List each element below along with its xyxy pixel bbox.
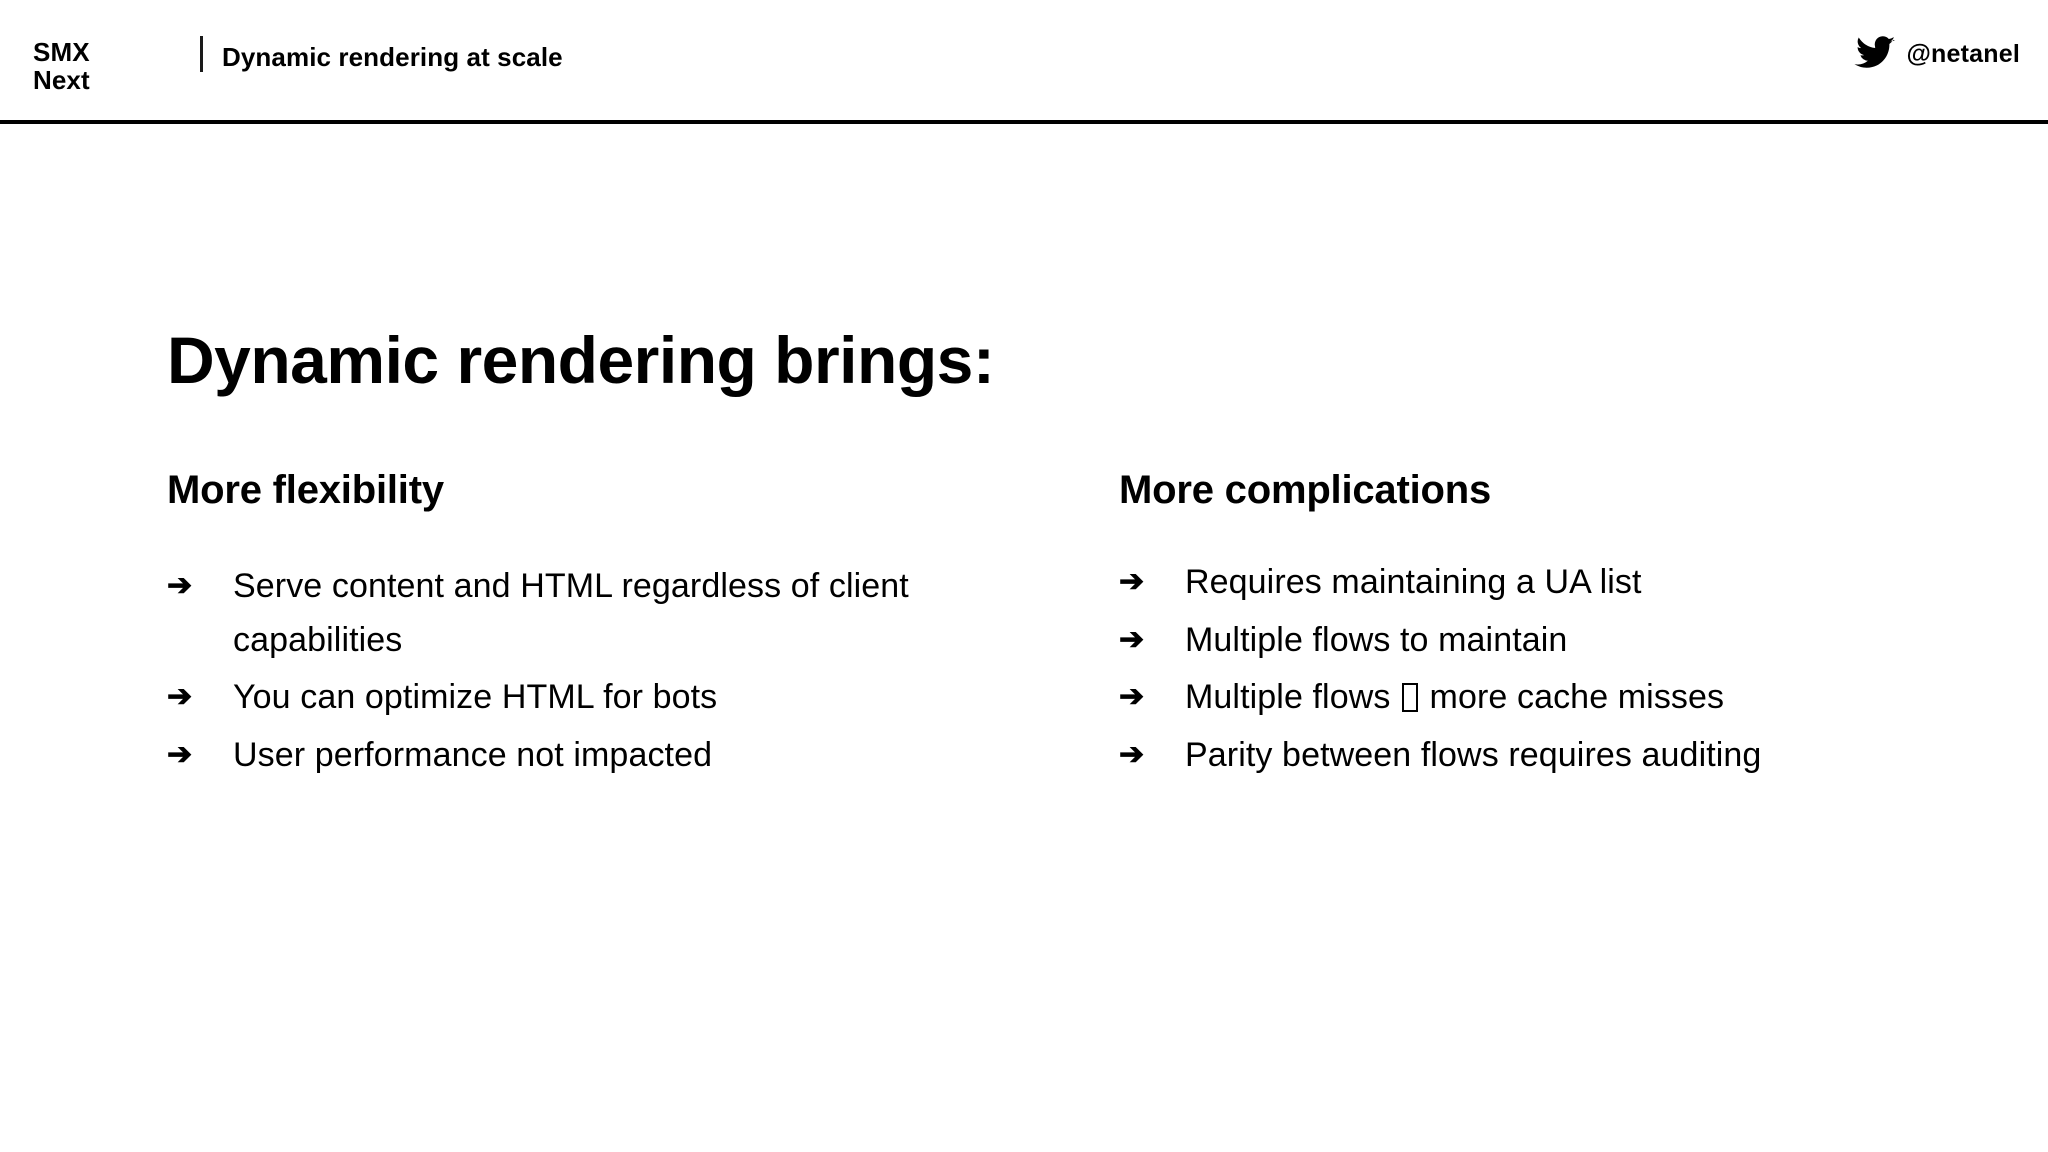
social-handle-text: @netanel xyxy=(1906,39,2020,68)
list-item-label: Requires maintaining a UA list xyxy=(1185,563,1642,601)
list-item: ➔ You can optimize HTML for bots xyxy=(167,671,947,725)
header-divider xyxy=(200,36,203,72)
column-more-complications: More complications ➔ Requires maintainin… xyxy=(1119,468,1959,787)
deck-title: Dynamic rendering at scale xyxy=(222,42,563,72)
list-item: ➔ Serve content and HTML regardless of c… xyxy=(167,560,947,667)
column-heading-right: More complications xyxy=(1119,468,1492,512)
list-item: ➔ Parity between flows requires auditing xyxy=(1119,729,1959,783)
social-handle-group: @netanel xyxy=(1854,36,2020,72)
arrow-right-icon: ➔ xyxy=(1119,565,1145,598)
list-item-label: Multiple flows more cache misses xyxy=(1185,671,1959,725)
list-item: ➔ User performance not impacted xyxy=(167,729,947,783)
bullet-list-right: ➔ Requires maintaining a UA list ➔ Multi… xyxy=(1119,556,1959,783)
list-item-label: You can optimize HTML for bots xyxy=(233,678,718,717)
arrow-right-icon: ➔ xyxy=(1119,738,1145,772)
list-item: ➔ Requires maintaining a UA list xyxy=(1119,556,1959,610)
list-item-label: Parity between flows requires auditing xyxy=(1185,736,1762,775)
list-item-label: User performance not impacted xyxy=(233,736,713,775)
arrow-right-icon: ➔ xyxy=(167,680,193,714)
arrow-right-icon: ➔ xyxy=(167,738,193,772)
list-item: ➔ Multiple flows more cache misses xyxy=(1119,671,1959,725)
missing-glyph-box-icon xyxy=(1402,683,1419,713)
list-item-label: Serve content and HTML regardless of cli… xyxy=(233,567,909,659)
column-heading-left: More flexibility xyxy=(167,468,444,512)
twitter-bird-icon xyxy=(1854,36,1896,72)
list-item-label-suffix: more cache misses xyxy=(1420,678,1725,717)
slide-header: SMX Next Dynamic rendering at scale @net… xyxy=(0,0,2048,124)
arrow-right-icon: ➔ xyxy=(1119,680,1145,714)
brand-smx-next: SMX Next xyxy=(33,37,90,96)
arrow-right-icon: ➔ xyxy=(1119,622,1145,656)
list-item-label-prefix: Multiple flows xyxy=(1185,678,1401,717)
list-item: ➔ Multiple flows to maintain xyxy=(1119,614,1959,668)
column-more-flexibility: More flexibility ➔ Serve content and HTM… xyxy=(167,468,947,787)
header-rule xyxy=(0,120,2048,124)
arrow-right-icon: ➔ xyxy=(167,569,193,602)
bullet-list-left: ➔ Serve content and HTML regardless of c… xyxy=(167,560,947,783)
page-title: Dynamic rendering brings: xyxy=(167,323,995,398)
list-item-label: Multiple flows to maintain xyxy=(1185,620,1568,659)
